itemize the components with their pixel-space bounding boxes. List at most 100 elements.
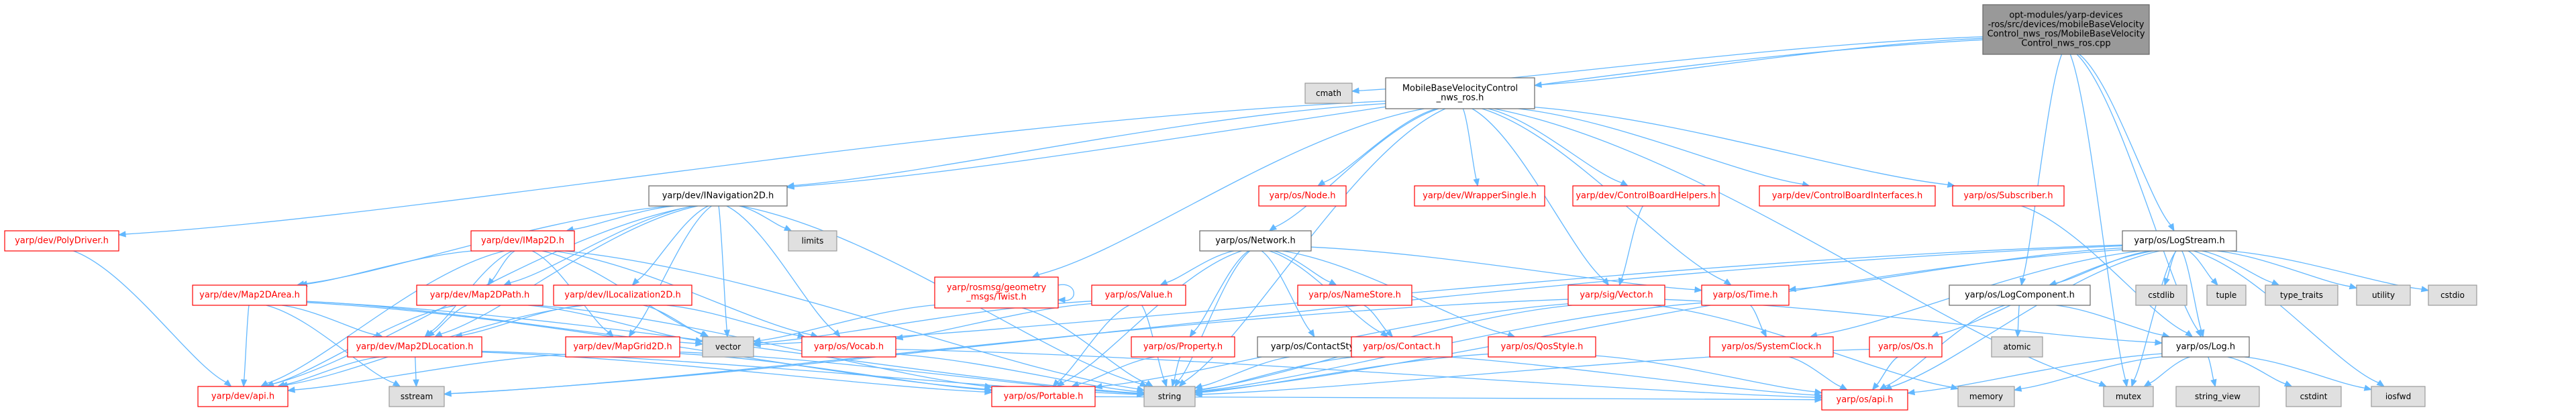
node-cbinterfaces[interactable]: yarp/dev/ControlBoardInterfaces.h (1759, 185, 1936, 207)
node-map2darea[interactable]: yarp/dev/Map2DArea.h (192, 284, 307, 306)
node-vocab[interactable]: yarp/os/Vocab.h (801, 336, 896, 358)
node-label-line: yarp/dev/IMap2D.h (481, 236, 564, 246)
edge-arrowhead (1189, 329, 1197, 338)
node-box (1304, 83, 1353, 104)
node-label-line: yarp/os/NameStore.h (1308, 291, 1401, 301)
node-box (1949, 284, 2091, 306)
edge-arrowhead (287, 386, 296, 393)
node-box (192, 284, 307, 306)
edge-arrowhead (1473, 178, 1480, 187)
node-subscriber[interactable]: yarp/os/Subscriber.h (1952, 185, 2065, 207)
node-contact[interactable]: yarp/os/Contact.h (1351, 336, 1453, 358)
edge-line (1058, 284, 1074, 301)
node-wrappersingle[interactable]: yarp/dev/WrapperSingle.h (1414, 185, 1545, 207)
edge-line (2187, 250, 2214, 281)
edge-line (491, 250, 515, 281)
node-mbvc_h[interactable]: MobileBaseVelocityControl_nws_ros.h (1385, 77, 1535, 109)
edge-arrowhead (2019, 277, 2026, 286)
node-property[interactable]: yarp/os/Property.h (1131, 336, 1235, 358)
node-map2dpath[interactable]: yarp/dev/Map2DPath.h (416, 284, 544, 306)
node-value[interactable]: yarp/os/Value.h (1091, 284, 1186, 306)
edge-systemclock-to-os_api (1789, 356, 1848, 390)
edge-line (636, 205, 709, 282)
node-logstream[interactable]: yarp/os/LogStream.h (2122, 230, 2237, 252)
node-label-line: type_traits (2280, 291, 2323, 300)
node-label-line: yarp/dev/INavigation2D.h (662, 191, 774, 201)
node-ostime[interactable]: yarp/os/Time.h (1701, 284, 1790, 306)
node-root[interactable]: opt-modules/yarp-devices-ros/src/devices… (1982, 4, 2150, 55)
edge-arrowhead (1930, 331, 1940, 337)
node-twist[interactable]: yarp/rosmsg/geometry_msgs/Twist.h (934, 276, 1059, 309)
node-sigvector[interactable]: yarp/sig/Vector.h (1567, 284, 1665, 306)
edge-line (1750, 305, 1764, 332)
edge-oslog-to-string_view (2208, 356, 2217, 388)
node-namestore[interactable]: yarp/os/NameStore.h (1297, 284, 1412, 306)
node-box (1952, 185, 2065, 207)
edge-line (726, 205, 837, 333)
node-inav2d[interactable]: yarp/dev/INavigation2D.h (648, 185, 788, 207)
edge-arrowhead (1620, 179, 1629, 187)
node-qosstyle[interactable]: yarp/os/QosStyle.h (1488, 336, 1596, 358)
node-polydriver[interactable]: yarp/dev/PolyDriver.h (4, 230, 119, 252)
node-limits: limits (788, 230, 837, 252)
node-label-line: sstream (401, 392, 433, 401)
edge-line (2227, 356, 2287, 384)
edge-line (1875, 356, 1898, 386)
edge-line (1192, 250, 1249, 333)
edge-arrowhead (1052, 379, 1060, 387)
node-oslog[interactable]: yarp/os/Log.h (2161, 336, 2250, 358)
node-box (2206, 284, 2247, 306)
edge-line (1077, 356, 1155, 385)
node-atomic: atomic (1991, 336, 2043, 358)
node-dev_api[interactable]: yarp/dev/api.h (197, 386, 289, 407)
edge-mbvc_h-to-node (1317, 108, 1437, 187)
node-os_os[interactable]: yarp/os/Os.h (1869, 336, 1943, 358)
node-box (2161, 336, 2250, 358)
node-label-line: yarp/os/LogStream.h (2134, 236, 2224, 246)
node-imap2d[interactable]: yarp/dev/IMap2D.h (470, 230, 575, 252)
edge-imap2d-to-string (564, 250, 1145, 393)
node-ilocalization[interactable]: yarp/dev/ILocalization2D.h (553, 284, 692, 306)
node-box (1385, 77, 1535, 109)
edge-arrowhead (1308, 329, 1315, 338)
edge-line (306, 250, 472, 284)
edge-map2darea-to-dev_api (240, 305, 250, 388)
edge-arrowhead (1879, 383, 1888, 390)
edge-inav2d-to-vector (718, 205, 731, 338)
edge-line (535, 305, 986, 387)
node-label-line: yarp/os/Value.h (1105, 291, 1173, 301)
node-mapgrid2d[interactable]: yarp/dev/MapGrid2D.h (565, 336, 680, 358)
edge-line (2079, 54, 2172, 226)
edge-line (1462, 108, 1478, 180)
node-box (1091, 284, 1186, 306)
node-network[interactable]: yarp/os/Network.h (1199, 230, 1312, 252)
edge-line (718, 205, 728, 331)
node-portable[interactable]: yarp/os/Portable.h (991, 386, 1096, 407)
edge-root-to-inav2d (786, 39, 1983, 190)
edge-namestore-to-contact (1363, 305, 1394, 337)
node-map2dlocation[interactable]: yarp/dev/Map2DLocation.h (347, 336, 482, 358)
edge-logstream-to-oslog (2181, 250, 2205, 338)
node-os_api[interactable]: yarp/os/api.h (1821, 389, 1908, 411)
edge-ostime-to-systemclock (1750, 305, 1767, 338)
node-cbhelpers[interactable]: yarp/dev/ControlBoardHelpers.h (1572, 185, 1720, 207)
edge-inav2d-to-limits (739, 205, 792, 231)
edge-logcomponent-to-oslog (2055, 305, 2171, 338)
edge-arrowhead (1723, 278, 1732, 286)
node-label-line: yarp/dev/ILocalization2D.h (564, 291, 680, 301)
edge-line (1323, 108, 1437, 183)
node-label-line: yarp/dev/ControlBoardInterfaces.h (1772, 191, 1923, 201)
edge-arrowhead (1136, 388, 1145, 395)
edge-arrowhead (1814, 388, 1823, 395)
edge-line (2133, 250, 2177, 381)
node-label-line: mutex (2116, 392, 2141, 401)
node-string_view: string_view (2175, 386, 2260, 407)
node-logcomponent[interactable]: yarp/os/LogComponent.h (1949, 284, 2091, 306)
edge-arrowhead (1906, 388, 1916, 396)
edge-network-to-value (1160, 250, 1234, 286)
node-box (934, 276, 1059, 309)
node-node[interactable]: yarp/os/Node.h (1258, 185, 1347, 207)
edge-line (1664, 299, 2157, 344)
edge-network-to-contactstyle (1261, 250, 1315, 338)
node-systemclock[interactable]: yarp/os/SystemClock.h (1709, 336, 1834, 358)
